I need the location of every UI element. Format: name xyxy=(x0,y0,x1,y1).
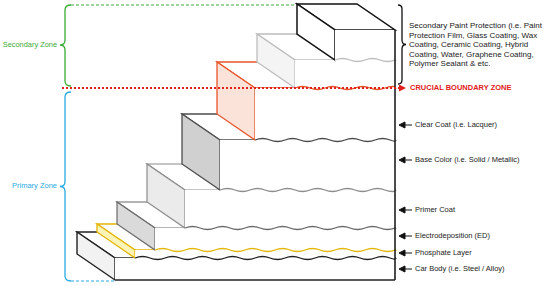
block-edge xyxy=(394,30,396,280)
zone-guide-line xyxy=(71,281,114,282)
layer-label: Electrodeposition (ED) xyxy=(415,232,490,241)
car-body-front xyxy=(115,258,395,281)
layer-label: Base Color (i.e. Solid / Metallic) xyxy=(415,156,520,165)
base-color-front xyxy=(220,140,395,191)
annotation-text: Secondary Paint Protection (i.e. Paint P… xyxy=(409,21,546,69)
boundary-line xyxy=(62,87,399,89)
block-edge xyxy=(115,279,395,281)
zone-label: Secondary Zone xyxy=(3,41,57,50)
layer-interface xyxy=(185,227,395,230)
layer-label: Phosphate Layer xyxy=(415,249,472,258)
leader-arrowhead xyxy=(399,233,405,239)
leader-arrowhead xyxy=(399,122,405,128)
layer-interface xyxy=(135,257,395,260)
ed-front xyxy=(155,228,395,251)
protection-layer-side xyxy=(257,34,295,88)
layer-interface xyxy=(255,139,395,142)
protection-block-front xyxy=(335,30,395,61)
layer-interface xyxy=(335,59,395,62)
base-color-side xyxy=(182,114,220,190)
leader-arrowhead xyxy=(399,157,405,163)
leader-arrowhead xyxy=(399,250,405,256)
boundary-label: CRUCIAL BOUNDARY ZONE xyxy=(410,84,512,93)
zone-label: Primary Zone xyxy=(12,182,57,191)
zone-brace xyxy=(60,92,71,281)
annotation-brace xyxy=(398,5,406,84)
zone-brace xyxy=(60,5,71,86)
leader-arrowhead xyxy=(399,207,405,213)
ed-side xyxy=(117,202,155,250)
layer-label: Clear Coat (i.e. Lacquer) xyxy=(415,121,497,130)
clear-coat-side xyxy=(217,62,255,140)
layer-interface xyxy=(155,249,395,252)
primer-side xyxy=(147,164,185,228)
layer-label: Primer Coat xyxy=(415,206,455,215)
layer-label: Car Body (i.e. Steel / Alloy) xyxy=(415,265,505,274)
boundary-arrowhead xyxy=(399,85,406,92)
protection-layer-front xyxy=(295,60,395,89)
zone-guide-line xyxy=(71,5,296,6)
layer-interface xyxy=(220,189,395,192)
protection-block-side xyxy=(297,4,335,60)
clear-coat-front xyxy=(255,88,395,141)
primer-front xyxy=(185,190,395,229)
leader-arrowhead xyxy=(399,266,405,272)
